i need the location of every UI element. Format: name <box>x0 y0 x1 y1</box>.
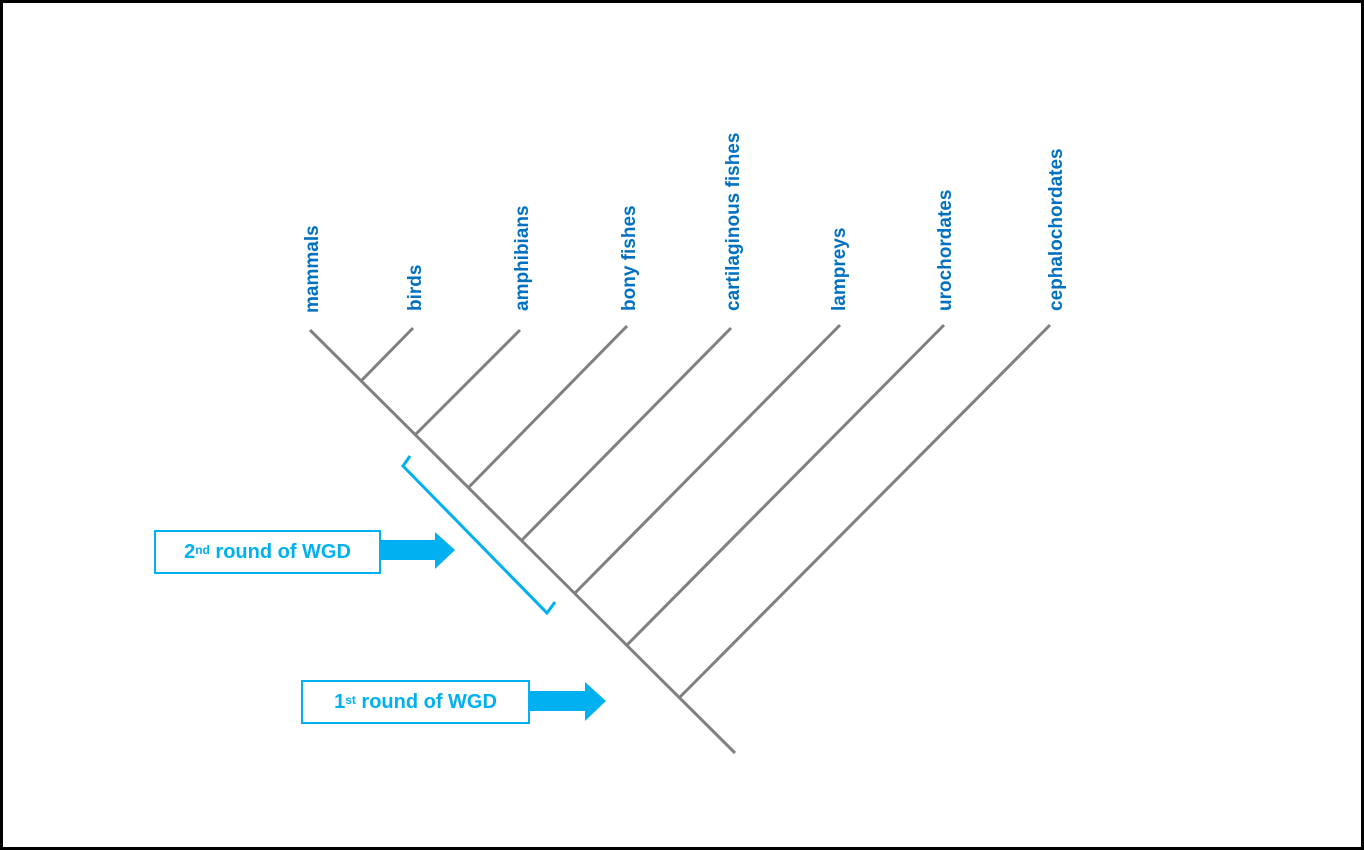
branch-birds <box>359 326 415 383</box>
first-round-text: round of WGD <box>355 690 497 713</box>
second-round-text: round of WGD <box>209 540 351 563</box>
taxon-label-lampreys: lampreys <box>829 228 850 311</box>
first-round-suffix: st <box>345 693 356 707</box>
branch-lampreys <box>573 323 842 595</box>
taxon-label-cephalochordates: cephalochordates <box>1046 148 1067 311</box>
taxon-label-birds: birds <box>405 265 426 311</box>
taxon-label-bony-fishes: bony fishes <box>619 205 640 311</box>
taxon-label-cartilaginous-fishes: cartilaginous fishes <box>723 133 744 311</box>
taxon-label-urochordates: urochordates <box>935 190 956 311</box>
first-round-number: 1 <box>334 690 346 713</box>
phylogenetic-tree: mammals birds amphibians bony fishes car… <box>302 133 1067 755</box>
second-round-suffix: nd <box>195 543 210 557</box>
taxon-label-amphibians: amphibians <box>512 205 533 311</box>
branch-urochordates <box>625 323 946 647</box>
first-round-arrow <box>528 682 606 721</box>
taxon-label-mammals: mammals <box>302 225 323 313</box>
branch-cartilaginous-fishes <box>520 326 733 542</box>
second-round-arrow <box>380 532 455 569</box>
second-round-number: 2 <box>184 540 196 563</box>
tree-trunk <box>308 328 737 755</box>
branch-bony-fishes <box>467 324 629 489</box>
second-round-bracket <box>401 455 557 616</box>
branch-amphibians <box>413 328 522 437</box>
branch-cephalochordates <box>678 323 1052 699</box>
